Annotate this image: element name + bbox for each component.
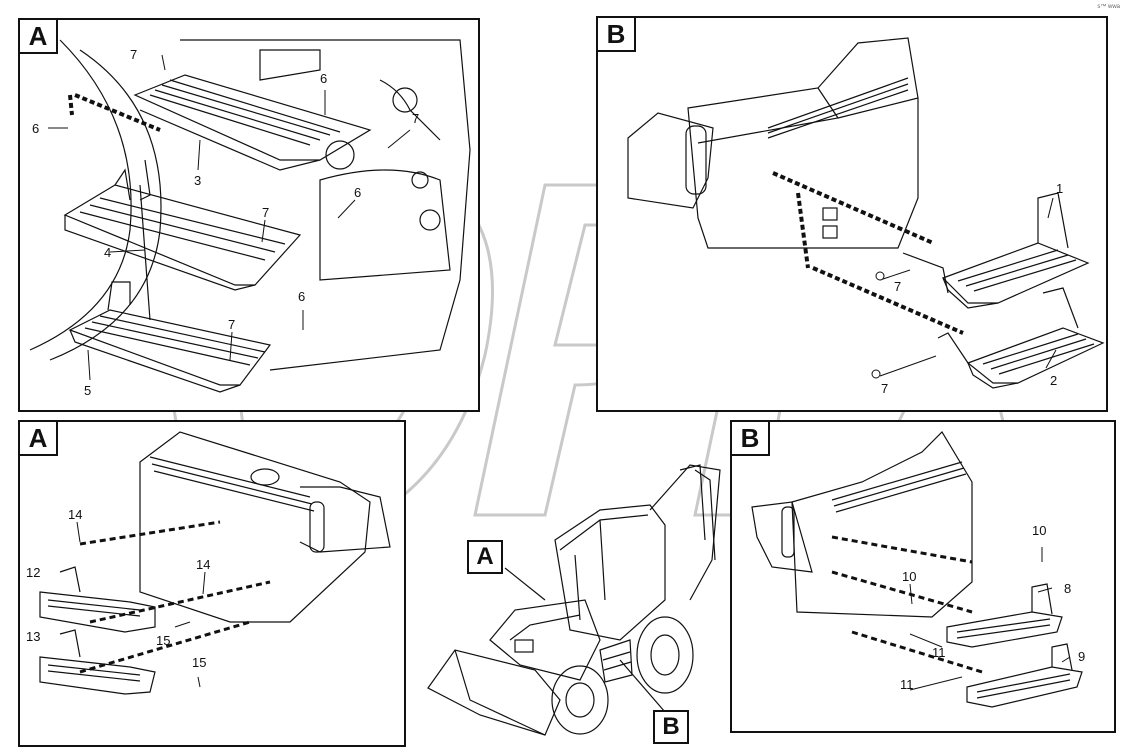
callout-9: 9 (1078, 649, 1086, 664)
callout-10: 10 (902, 569, 917, 584)
step-8 (946, 583, 1063, 648)
callout-14: 14 (68, 507, 83, 522)
callout-11: 11 (900, 677, 914, 692)
panel-a-top: A (18, 18, 480, 412)
callout-7: 7 (228, 317, 236, 332)
callout-10: 10 (1032, 523, 1047, 538)
callout-6: 6 (354, 185, 362, 200)
step-9 (966, 643, 1083, 708)
step-1 (941, 192, 1090, 309)
callout-11: 11 (932, 645, 946, 660)
callout-15: 15 (192, 655, 207, 670)
machine-label-b: B (653, 710, 689, 744)
callout-7: 7 (262, 205, 270, 220)
callout-1: 1 (1056, 181, 1064, 196)
panel-a-bottom-drawing (39, 431, 391, 695)
step-2 (937, 287, 1105, 389)
panel-a-bottom: A (18, 420, 406, 747)
callout-7: 7 (412, 111, 420, 126)
callout-12: 12 (26, 565, 41, 580)
panel-letter: A (20, 20, 58, 54)
callout-4: 4 (104, 245, 112, 260)
callout-7: 7 (894, 279, 902, 294)
callout-2: 2 (1050, 373, 1058, 388)
step-3 (133, 74, 372, 171)
panel-letter: A (20, 422, 58, 456)
step-13 (39, 629, 156, 695)
callout-8: 8 (1064, 581, 1072, 596)
panel-b-top: B (596, 16, 1108, 412)
callout-14: 14 (196, 557, 211, 572)
callout-13: 13 (26, 629, 41, 644)
panel-b-top-drawing (627, 37, 1105, 389)
callout-7: 7 (881, 381, 889, 396)
callout-6: 6 (298, 289, 306, 304)
callout-3: 3 (194, 173, 202, 188)
machine-label-a: A (467, 540, 503, 574)
panel-a-top-drawing (29, 39, 471, 393)
panel-b-bottom-drawing (751, 431, 1083, 708)
step-12 (39, 566, 156, 633)
panel-b-bottom: B (730, 420, 1116, 733)
callout-7: 7 (130, 47, 138, 62)
callout-6: 6 (320, 71, 328, 86)
step-5 (68, 281, 272, 393)
panel-letter: B (598, 18, 636, 52)
callout-5: 5 (84, 383, 92, 398)
panel-letter: B (732, 422, 770, 456)
corner-note: s™ wwa (1097, 4, 1120, 10)
callout-6: 6 (32, 121, 40, 136)
callout-15: 15 (156, 633, 171, 648)
step-4 (63, 168, 302, 291)
